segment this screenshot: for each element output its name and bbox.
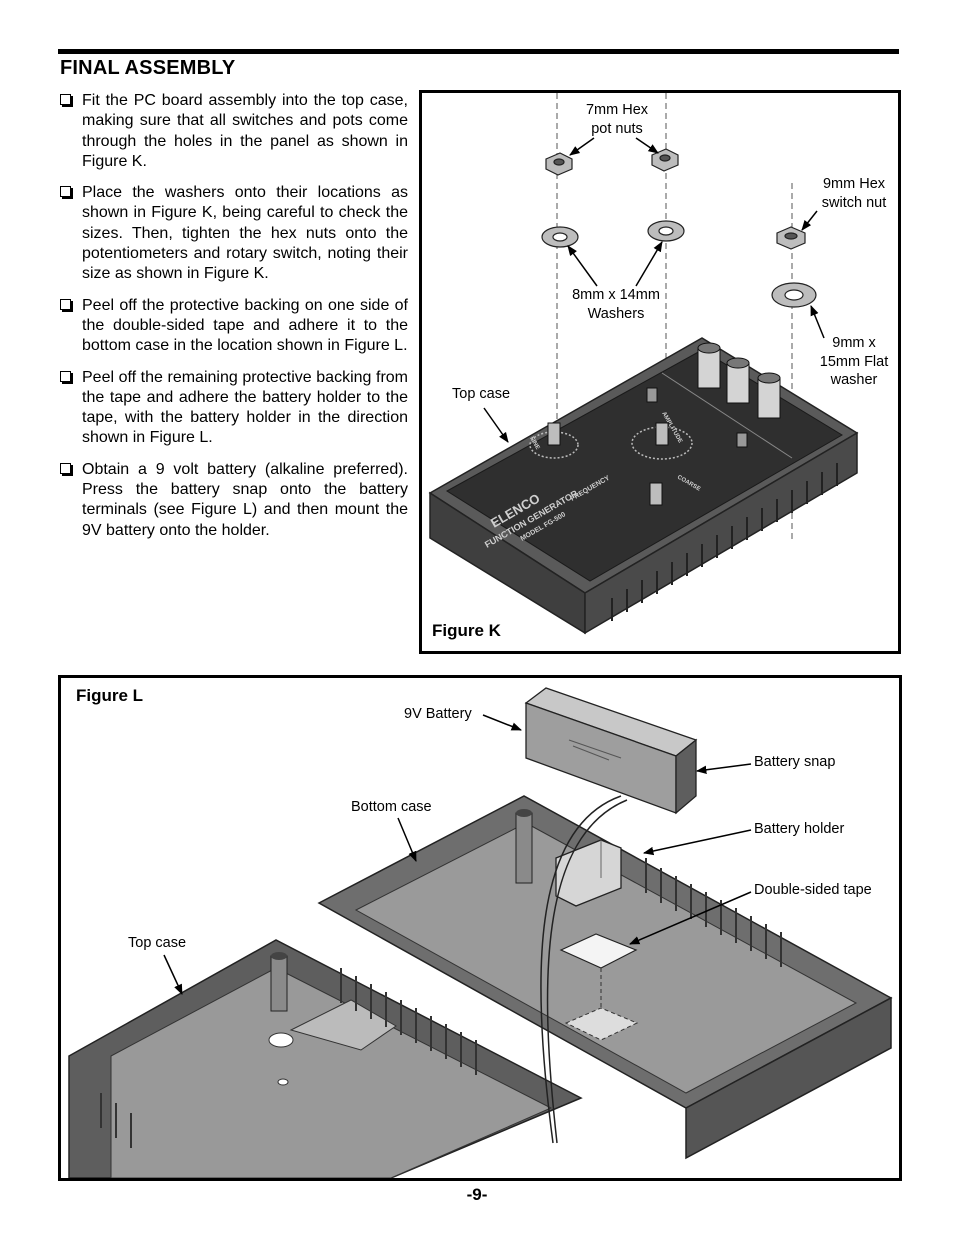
figure-l-illustration bbox=[68, 687, 893, 1178]
battery-shape bbox=[524, 687, 698, 815]
step-text: Place the washers onto their locations a… bbox=[82, 184, 408, 283]
step-item: Peel off the protective backing on one s… bbox=[60, 296, 408, 357]
callout-washers: 8mm x 14mm Washers bbox=[556, 286, 676, 323]
section-title: FINAL ASSEMBLY bbox=[60, 57, 236, 79]
checkbox-icon[interactable] bbox=[60, 186, 71, 198]
step-text: Peel off the protective backing on one s… bbox=[82, 296, 408, 355]
figure-k-caption: Figure K bbox=[432, 621, 501, 640]
step-item: Peel off the remaining protective backin… bbox=[60, 368, 408, 449]
step-item: Obtain a 9 volt battery (alkaline prefer… bbox=[60, 460, 408, 541]
callout-double-sided-tape: Double-sided tape bbox=[754, 882, 872, 898]
hex-nut-shape bbox=[545, 148, 806, 250]
top-case-shape: ELENCO FUNCTION GENERATOR MODEL FG-500 F… bbox=[428, 337, 859, 635]
step-text: Fit the PC board assembly into the top c… bbox=[82, 92, 408, 170]
top-rule bbox=[58, 49, 899, 54]
checkbox-icon[interactable] bbox=[60, 298, 71, 310]
figure-k: ELENCO FUNCTION GENERATOR MODEL FG-500 F… bbox=[419, 90, 901, 654]
figure-l-caption: Figure L bbox=[76, 686, 144, 705]
callout-line: pot nuts bbox=[591, 120, 643, 137]
callout-line: 15mm Flat bbox=[819, 353, 889, 370]
callout-pot-nuts: 7mm Hex pot nuts bbox=[567, 101, 667, 138]
checkbox-icon[interactable] bbox=[60, 370, 71, 382]
figure-k-illustration: ELENCO FUNCTION GENERATOR MODEL FG-500 F… bbox=[428, 93, 859, 635]
callout-line: switch nut bbox=[821, 194, 887, 211]
callout-line: 8mm x 14mm bbox=[572, 287, 660, 303]
callout-line: 7mm Hex bbox=[585, 102, 649, 118]
callout-bottom-case: Bottom case bbox=[351, 799, 432, 815]
step-text: Peel off the remaining protective backin… bbox=[82, 368, 408, 447]
page-number: -9- bbox=[466, 1185, 488, 1204]
callout-top-case: Top case bbox=[128, 935, 187, 951]
callout-top-case: Top case bbox=[452, 386, 511, 402]
callout-line: 9mm x bbox=[832, 335, 876, 351]
callout-battery-holder: Battery holder bbox=[754, 821, 845, 837]
callout-line: washer bbox=[830, 372, 878, 388]
step-text: Obtain a 9 volt battery (alkaline prefer… bbox=[82, 460, 408, 539]
washer-shape bbox=[541, 220, 817, 308]
figure-l: Figure L 9V Battery Battery snap Bottom … bbox=[58, 675, 902, 1181]
checkbox-icon[interactable] bbox=[60, 462, 71, 474]
top-case-open-shape bbox=[68, 939, 583, 1178]
checkbox-icon[interactable] bbox=[60, 94, 71, 105]
assembly-steps: Fit the PC board assembly into the top c… bbox=[60, 91, 408, 552]
callout-flat-washer: 9mm x 15mm Flat washer bbox=[814, 334, 894, 390]
callout-battery: 9V Battery bbox=[404, 706, 472, 722]
callout-line: Washers bbox=[587, 305, 645, 322]
step-item: Place the washers onto their locations a… bbox=[60, 183, 408, 284]
step-item: Fit the PC board assembly into the top c… bbox=[60, 91, 408, 172]
bottom-case-shape bbox=[317, 795, 893, 1160]
callout-switch-nut: 9mm Hex switch nut bbox=[804, 175, 904, 212]
callout-line: 9mm Hex bbox=[822, 176, 886, 192]
callout-battery-snap: Battery snap bbox=[754, 754, 836, 770]
